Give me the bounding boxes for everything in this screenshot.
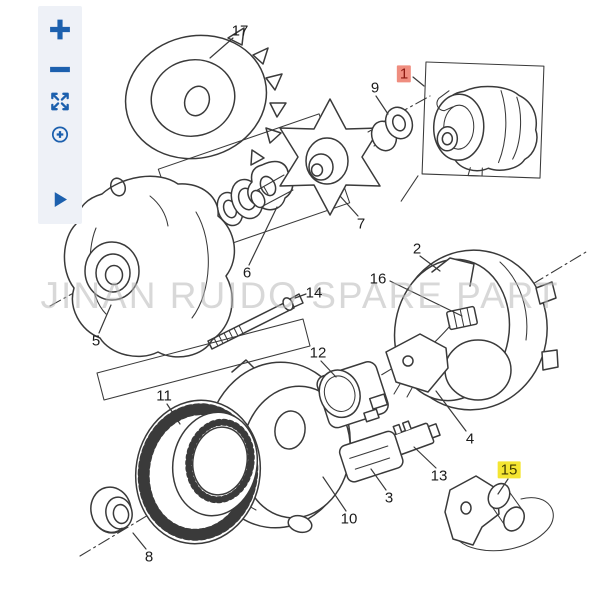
- leader-lines: [98, 37, 509, 550]
- part-5-front-housing: [63, 175, 236, 358]
- zoom-out-button[interactable]: [45, 54, 76, 85]
- reset-view-button[interactable]: [48, 122, 73, 147]
- part-1-alternator-assembly: [400, 61, 545, 202]
- part-15-suppressor: [444, 475, 554, 552]
- part-8-bushing: [90, 486, 133, 534]
- part-3-brush-holder: [338, 430, 404, 483]
- zoom-in-button[interactable]: [45, 14, 76, 45]
- part-12-regulator: [316, 361, 389, 429]
- part-9-spacers: [370, 106, 414, 152]
- viewer-toolbar: [38, 6, 82, 224]
- zoom-in-icon: [50, 19, 70, 40]
- fit-to-screen-icon: [51, 92, 69, 111]
- part-14-through-bolt: [96, 293, 311, 401]
- part-11-stator: [134, 399, 262, 545]
- part-17-fan: [124, 27, 287, 166]
- play-button[interactable]: [48, 187, 73, 212]
- fit-to-screen-button[interactable]: [47, 88, 74, 115]
- reset-view-icon: [51, 126, 69, 143]
- zoom-out-icon: [50, 66, 70, 73]
- part-4-rectifier: [385, 333, 512, 401]
- play-icon: [54, 192, 67, 207]
- part-7-rotor: [250, 98, 393, 216]
